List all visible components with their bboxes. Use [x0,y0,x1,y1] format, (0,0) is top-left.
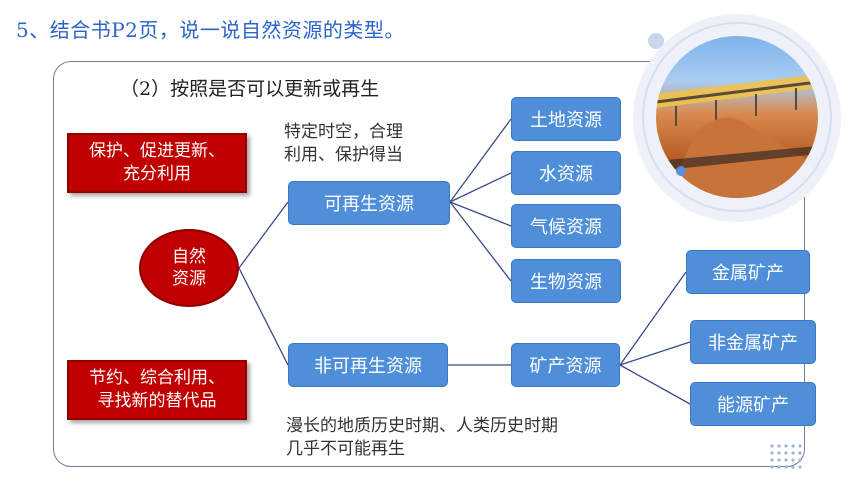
nonrenewable-note: 漫长的地质历史时期、人类历史时期 几乎不可能再生 [286,415,558,461]
grid-dot [770,458,774,462]
root-node-natural-resources: 自然 资源 [139,229,239,307]
node-climate: 气候资源 [511,204,621,248]
grid-dot [791,444,795,448]
grid-dot [777,451,781,455]
grid-dot [791,458,795,462]
save-line2: 寻找新的替代品 [97,391,217,411]
grid-dot [770,444,774,448]
node-energy-mineral: 能源矿产 [690,382,816,426]
node-metal-mineral: 金属矿产 [686,250,810,294]
node-mineral: 矿产资源 [511,343,620,387]
grid-dot [777,465,781,469]
renewable-note: 特定时空，合理 利用、保护得当 [284,121,403,167]
photo-ring [642,22,832,212]
grid-dot [784,444,788,448]
grid-dot [791,465,795,469]
grid-dot [777,444,781,448]
page-heading: 5、结合书P2页，说一说自然资源的类型。 [16,18,405,42]
protect-line2: 充分利用 [123,164,191,184]
save-line1: 节约、综合利用、 [89,368,225,388]
protect-line1: 保护、促进更新、 [89,141,225,161]
diagram-subtitle: （2）按照是否可以更新或再生 [120,78,380,100]
nonrenewable-note-line2: 几乎不可能再生 [286,439,405,459]
grid-dot [798,444,802,448]
grid-dot [791,451,795,455]
node-nonmetal-mineral: 非金属矿产 [690,320,816,364]
grid-dot [784,458,788,462]
nonrenewable-note-line1: 漫长的地质历史时期、人类历史时期 [286,416,558,436]
node-renewable: 可再生资源 [288,181,450,225]
node-biological: 生物资源 [511,259,621,303]
node-land: 土地资源 [511,97,621,141]
save-measure-box: 节约、综合利用、 寻找新的替代品 [67,360,247,420]
node-nonrenewable: 非可再生资源 [288,343,448,387]
root-line1: 自然 [172,247,206,267]
renewable-note-line2: 利用、保护得当 [284,145,403,165]
grid-dot [798,451,802,455]
grid-dot [770,465,774,469]
deco-dot-large [648,33,664,49]
mine-photo-art [656,74,818,198]
node-water: 水资源 [511,151,621,195]
deco-dot-small [676,166,686,176]
protect-measure-box: 保护、促进更新、 充分利用 [67,133,247,193]
grid-dot [798,465,802,469]
grid-dot [784,465,788,469]
renewable-note-line1: 特定时空，合理 [284,122,403,142]
grid-dot [784,451,788,455]
grid-dot [777,458,781,462]
root-line2: 资源 [172,269,206,289]
grid-dot [770,451,774,455]
grid-dot [798,458,802,462]
